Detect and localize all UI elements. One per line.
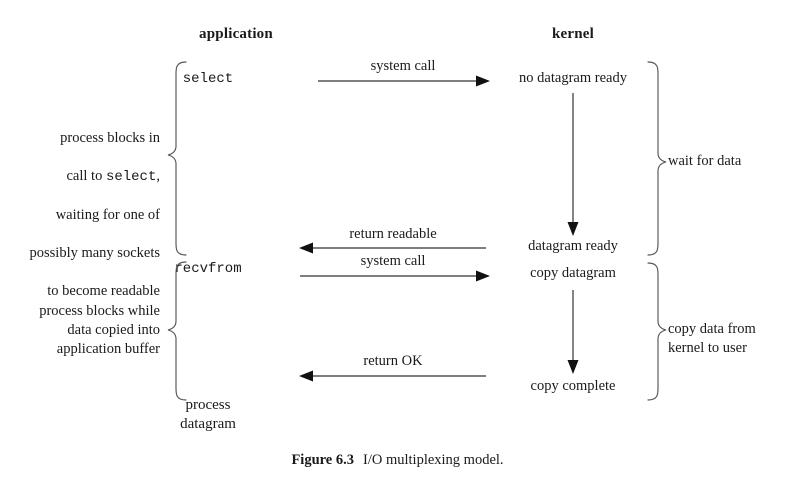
app-call-process-datagram: process datagram xyxy=(180,397,236,432)
left-annotation-line: to become readable xyxy=(47,283,160,299)
column-header-application: application xyxy=(199,26,273,42)
arrow-system-call-2 xyxy=(300,270,490,282)
arrow-kernel-wait xyxy=(567,93,579,236)
left-annotation-line: call to select, xyxy=(66,168,160,185)
kernel-event-copy-complete: copy complete xyxy=(530,378,616,394)
arrow-kernel-copy xyxy=(567,290,579,374)
arrow-label-return-ok: return OK xyxy=(363,353,423,369)
arrow-label-system-call-1: system call xyxy=(370,58,436,74)
left-annotation-process-blocks-while-copy: process blocks while data copied into ap… xyxy=(39,303,160,357)
app-call-recvfrom: recvfrom xyxy=(174,261,242,277)
arrow-return-ok xyxy=(299,370,486,382)
brace-left-recvfrom-block xyxy=(167,261,187,401)
figure-caption-title: I/O multiplexing model. xyxy=(363,452,504,468)
left-annotation-line: waiting for one of xyxy=(55,207,160,223)
kernel-event-datagram-ready: datagram ready xyxy=(528,238,618,254)
figure-caption-number: Figure 6.3 xyxy=(291,452,354,468)
column-header-kernel: kernel xyxy=(551,26,595,42)
brace-right-wait-for-data xyxy=(647,61,667,256)
right-annotation-copy-data-from-kernel: copy data from kernel to user xyxy=(668,321,756,356)
left-annotation-line: possibly many sockets xyxy=(29,245,161,261)
brace-left-select-block xyxy=(167,61,187,256)
figure-caption: Figure 6.3 I/O multiplexing model. xyxy=(0,452,795,469)
arrow-label-system-call-2: system call xyxy=(360,253,426,269)
arrow-return-readable xyxy=(299,242,486,254)
kernel-event-copy-datagram: copy datagram xyxy=(530,265,616,281)
left-annotation-process-blocks-in-select: process blocks in call to select, waitin… xyxy=(8,110,161,320)
arrow-label-return-readable: return readable xyxy=(349,226,437,242)
kernel-event-no-datagram-ready: no datagram ready xyxy=(519,70,627,86)
arrow-system-call-1 xyxy=(318,75,490,87)
app-call-select: select xyxy=(182,71,234,87)
right-annotation-wait-for-data: wait for data xyxy=(668,153,742,169)
left-annotation-line: process blocks in xyxy=(60,130,160,146)
inline-code-select: select xyxy=(105,169,157,185)
